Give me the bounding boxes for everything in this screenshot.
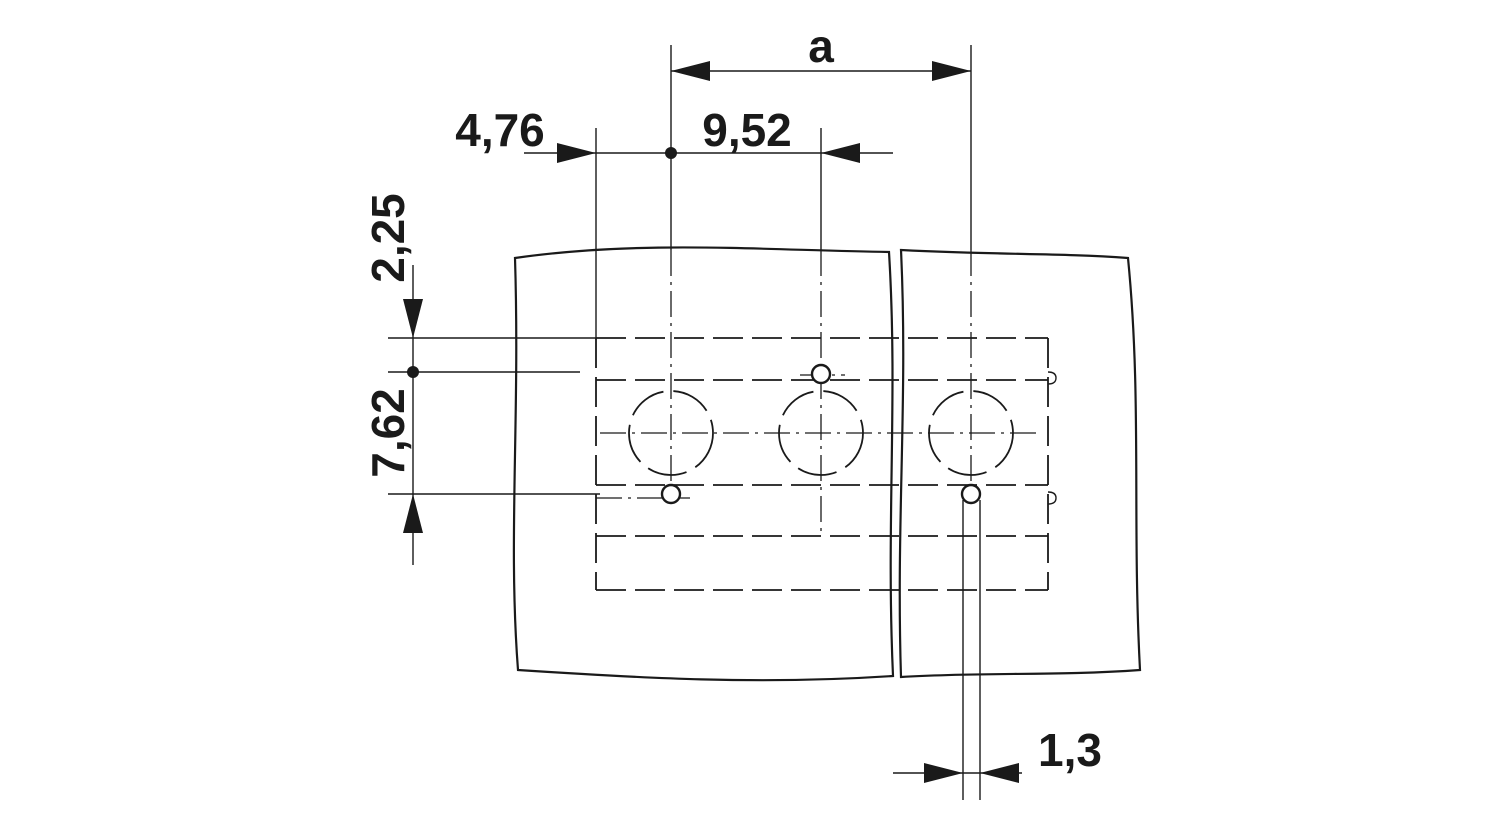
pin-hole: [660, 483, 682, 505]
dimension-225-762: 2,25 7,62: [362, 193, 423, 565]
dimension-a-label: a: [808, 20, 834, 72]
dimension-a: a: [671, 20, 971, 81]
board-piece-right: [898, 248, 1142, 679]
dimension-225-label: 2,25: [362, 193, 414, 283]
board-piece-left: [512, 246, 895, 682]
pin-hole: [810, 363, 832, 385]
dimension-13-label: 1,3: [1038, 724, 1102, 776]
pin-hole: [960, 483, 982, 505]
dimension-762-label: 7,62: [362, 388, 414, 478]
pin-holes: [660, 363, 982, 505]
dimension-476-952: 4,76 9,52: [455, 104, 893, 163]
dimension-952-label: 9,52: [702, 104, 792, 156]
dimension-13: 1,3: [893, 724, 1102, 783]
dimension-476-label: 4,76: [455, 104, 545, 156]
